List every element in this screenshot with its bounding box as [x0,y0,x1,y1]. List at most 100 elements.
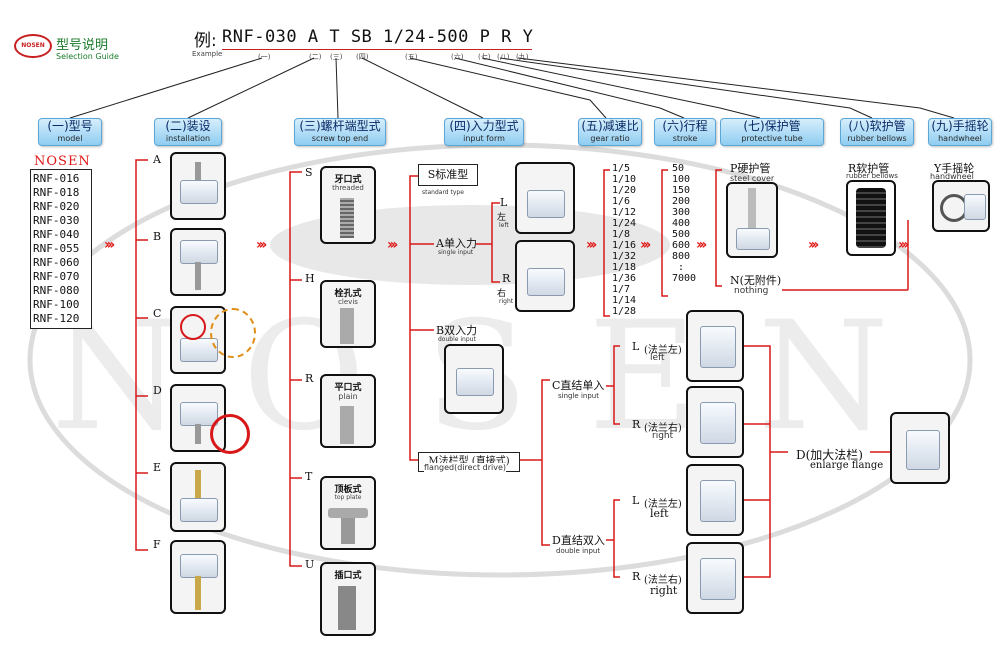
screw-end-threaded[interactable]: 牙口式 threaded [320,166,376,244]
flow-arrow: ››› [808,237,819,253]
flow-arrow: ››› [104,237,115,253]
input-single-label: A单入力 [436,237,477,250]
gear-ratio-item: 1/6 [612,196,631,207]
installation-e-image[interactable] [170,462,226,532]
gear-ratio-item: 1/18 [612,262,637,273]
top-plate-rod [341,518,355,544]
gear-ratio-item: 1/14 [612,295,637,306]
stroke-list: 50 100 150 200 300 400 500 600 800 : 700… [672,163,696,284]
model-item: RNF-016 [33,172,80,185]
plain-rod-icon [340,406,354,444]
screw-end-letter-u: U [305,558,315,571]
input-c-single-label: C直结单入 [552,379,605,392]
example-marker-6: (六) [451,53,464,61]
stroke-item: 800 [672,251,691,262]
enlarge-flange-sublabel: enlarge flange [810,460,884,471]
handwheel-image[interactable] [932,180,990,232]
handwheel-sublabel: handwheel [930,172,974,181]
flange-dir-en: right [652,431,674,441]
d-detail-highlight [210,414,250,454]
screw-end-sublabel: plain [338,392,358,401]
flange-dir-cn: (法兰左) [644,345,682,356]
flange-dir-letter: L [632,494,640,507]
gear-ratio-item: 1/7 [612,284,631,295]
example-marker-2: (二) [309,53,322,61]
installation-f-image[interactable] [170,540,226,614]
screw-end-socket[interactable]: 插口式 [320,562,376,636]
input-single-right-image[interactable] [515,240,575,312]
installation-b-image[interactable] [170,228,226,296]
screw-end-sublabel: clevis [338,298,358,306]
rubber-bellows-image[interactable] [846,180,896,256]
model-item: RNF-020 [33,200,80,213]
model-item: RNF-070 [33,270,80,283]
screw-end-letter-r: R [305,372,314,385]
flanged-c-right-image[interactable] [686,386,744,458]
stroke-item: 600 [672,240,691,251]
page-subtitle: Selection Guide [56,52,119,61]
input-standard-label: S标准型 [427,168,469,181]
c-detail-highlight [210,308,256,358]
stroke-item: 300 [672,207,691,218]
screw-end-plain[interactable]: 平口式 plain [320,374,376,448]
enlarge-flange-image[interactable] [890,412,950,484]
bellows-icon [856,188,886,248]
installation-letter-e: E [153,461,162,474]
screw-end-label: 平口式 [334,383,362,393]
screw-end-top-plate[interactable]: 顶板式 top plate [320,476,376,550]
gear-ratio-item: 1/24 [612,218,637,229]
example-marker-7: (七) [478,53,491,61]
input-double-label: B双入力 [436,324,478,337]
input-single-left-letter: L [500,196,508,209]
model-item: RNF-060 [33,256,80,269]
flange-dir-cn: (法兰左) [644,499,682,510]
input-single-left-image[interactable] [515,162,575,234]
gear-ratio-item: 1/20 [612,185,637,196]
flanged-c-left-image[interactable] [686,310,744,382]
input-standard-sublabel: standard type [422,189,464,196]
flanged-d-left-image[interactable] [686,464,744,536]
input-single-right-letter: R [502,272,511,285]
installation-a-image[interactable] [170,152,226,220]
gear-ratio-item: 1/32 [612,251,637,262]
installation-letter-f: F [153,538,161,551]
example-marker-4: (四) [356,53,369,61]
installation-letter-d: D [153,384,162,397]
steel-cover-image[interactable] [726,182,778,258]
example-underline [222,49,532,51]
input-single-right-en: right [499,298,514,305]
example-marker-5: (五) [405,53,418,61]
stroke-item: 200 [672,196,691,207]
model-item: RNF-018 [33,186,80,199]
flange-dir-letter: R [632,418,641,431]
stroke-item: 100 [672,174,691,185]
rubber-bellows-label: R软护管 [848,162,890,175]
input-standard-type[interactable]: S标准型 [418,164,478,186]
gear-ratio-item: 1/16 [612,240,637,251]
input-single-left-cn: 左 [497,213,507,223]
flanged-d-right-image[interactable] [686,542,744,614]
gear-ratio-item: 1/28 [612,306,637,317]
flow-arrow: ››› [696,237,707,253]
input-double-image[interactable] [444,344,504,414]
input-d-double-label: D直结双入 [552,534,605,547]
stroke-item: 7000 [672,273,697,284]
installation-letter-b: B [153,230,162,243]
flow-arrow: ››› [586,237,597,253]
stroke-item: : [678,262,685,273]
steel-cover-label: P硬护管 [730,162,771,175]
flange-dir-letter: R [632,570,641,583]
screw-end-clevis[interactable]: 栓孔式 clevis [320,280,376,348]
gear-ratio-list: 1/5 1/10 1/20 1/6 1/12 1/24 1/8 1/16 1/3… [612,163,636,317]
screw-end-label: 栓孔式 [334,289,362,299]
stroke-item: 400 [672,218,691,229]
steel-tube [748,188,756,228]
flow-arrow: ››› [387,237,398,253]
input-flanged-label: M法栏型 (直接式) [428,456,510,467]
